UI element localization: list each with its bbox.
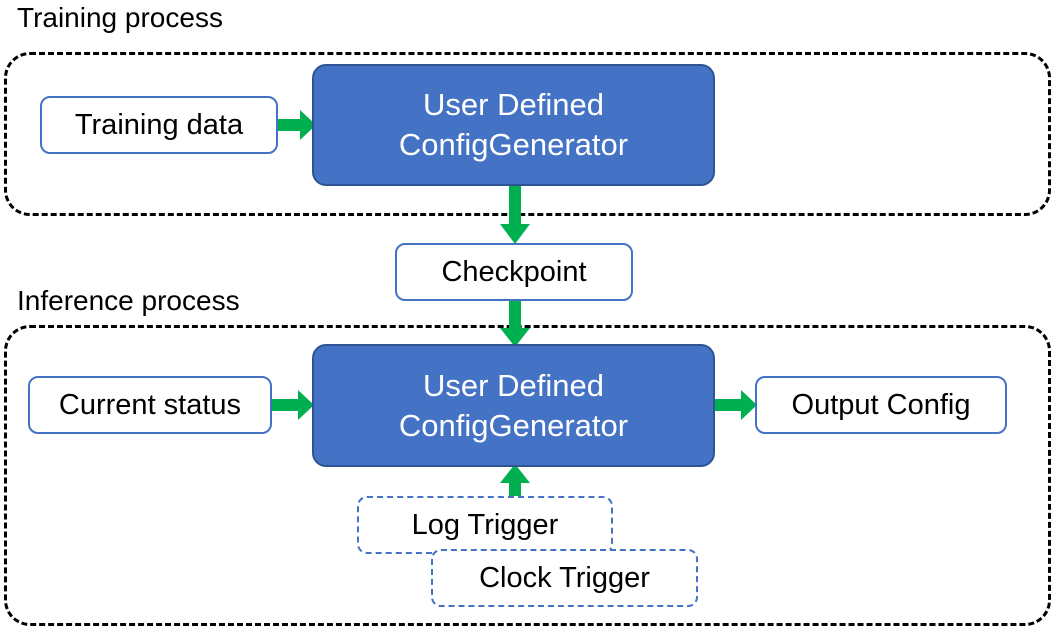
node-log-trigger[interactable]: Log Trigger	[357, 496, 613, 554]
node-clock-trigger[interactable]: Clock Trigger	[431, 549, 698, 607]
node-infer-config-generator[interactable]: User Defined ConfigGenerator	[312, 344, 715, 467]
arrow-infer-generator-to-output-config-icon	[715, 386, 759, 424]
arrow-current-status-to-infer-generator-icon	[272, 386, 316, 424]
node-current-status[interactable]: Current status	[28, 376, 272, 434]
node-clock-trigger-label: Clock Trigger	[479, 562, 650, 594]
node-training-data-label: Training data	[74, 109, 244, 141]
node-train-config-generator-line2: ConfigGenerator	[398, 127, 629, 162]
node-output-config-label: Output Config	[791, 389, 971, 421]
node-train-config-generator[interactable]: User Defined ConfigGenerator	[312, 64, 715, 186]
node-training-data[interactable]: Training data	[40, 96, 278, 154]
node-output-config[interactable]: Output Config	[755, 376, 1007, 434]
node-infer-config-generator-line1: User Defined	[423, 367, 604, 403]
inference-process-container	[4, 325, 1051, 626]
arrow-training-data-to-generator-icon	[278, 106, 318, 144]
node-infer-config-generator-line2: ConfigGenerator	[398, 407, 629, 443]
arrow-checkpoint-to-infer-generator-icon	[498, 298, 532, 348]
arrow-train-generator-to-checkpoint-icon	[498, 184, 532, 246]
node-current-status-label: Current status	[58, 389, 242, 421]
arrow-triggers-to-infer-generator-icon	[498, 464, 532, 504]
node-log-trigger-label: Log Trigger	[411, 509, 559, 541]
inference-process-caption: Inference process	[17, 285, 240, 316]
training-process-container	[4, 52, 1051, 216]
training-process-caption: Training process	[17, 2, 223, 33]
node-checkpoint[interactable]: Checkpoint	[395, 243, 633, 301]
node-checkpoint-label: Checkpoint	[441, 256, 587, 288]
node-train-config-generator-line1: User Defined	[423, 87, 604, 122]
